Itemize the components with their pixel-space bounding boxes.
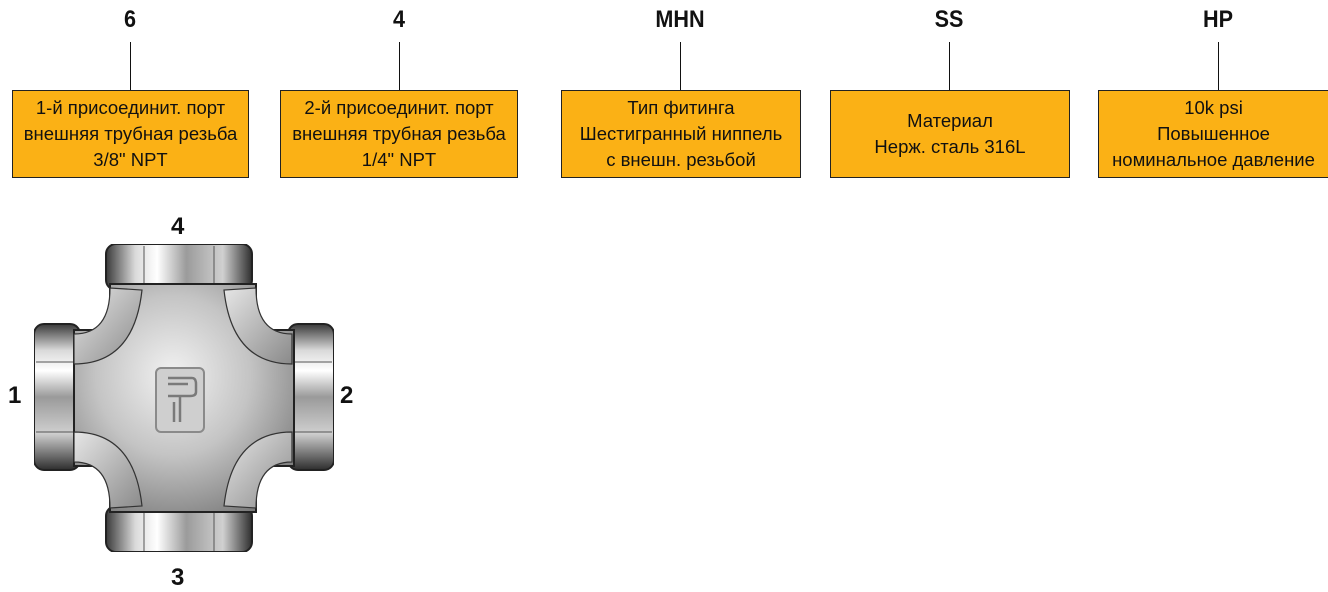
description-box-port2: 2-й присоединит. порт внешняя трубная ре… bbox=[280, 90, 518, 178]
right-port-nut bbox=[287, 323, 334, 471]
description-box-port1: 1-й присоединит. порт внешняя трубная ре… bbox=[12, 90, 249, 178]
description-box-material: Материал Нерж. сталь 316L bbox=[830, 90, 1070, 178]
box-line: 1-й присоединит. порт bbox=[35, 97, 226, 118]
box-line: Материал bbox=[907, 110, 993, 131]
leader-line bbox=[1218, 42, 1219, 90]
box-line: Шестигранный ниппель bbox=[579, 123, 783, 144]
box-line: 1/4" NPT bbox=[361, 149, 437, 170]
box-line: с внешн. резьбой bbox=[606, 149, 756, 170]
cross-fitting-image bbox=[34, 244, 334, 552]
box-line: Нерж. сталь 316L bbox=[874, 136, 1026, 157]
part-code-port2: 4 bbox=[392, 6, 406, 33]
part-code-pressure: HP bbox=[1202, 6, 1234, 33]
box-line: 10k psi bbox=[1184, 97, 1243, 118]
port-number-right: 2 bbox=[340, 382, 354, 409]
description-box-pressure: 10k psi Повышенное номинальное давление bbox=[1098, 90, 1328, 178]
port-number-bottom: 3 bbox=[171, 564, 185, 591]
part-code-port1: 6 bbox=[123, 6, 137, 33]
box-line: номинальное давление bbox=[1112, 149, 1315, 170]
box-line: Повышенное bbox=[1157, 123, 1270, 144]
part-code-fitting-type: MHN bbox=[655, 6, 705, 33]
leader-line bbox=[680, 42, 681, 90]
box-line: внешняя трубная резьба bbox=[23, 123, 238, 144]
description-box-fitting-type: Тип фитинга Шестигранный ниппель с внешн… bbox=[561, 90, 801, 178]
box-line: Тип фитинга bbox=[627, 97, 735, 118]
leader-line bbox=[949, 42, 950, 90]
box-line: 2-й присоединит. порт bbox=[304, 97, 494, 118]
leader-line bbox=[130, 42, 131, 90]
brand-logo-icon bbox=[155, 367, 205, 433]
leader-line bbox=[399, 42, 400, 90]
box-line: внешняя трубная резьба bbox=[292, 123, 506, 144]
port-number-top: 4 bbox=[171, 213, 185, 240]
port-number-left: 1 bbox=[8, 382, 22, 409]
part-code-material: SS bbox=[934, 6, 964, 33]
box-line: 3/8" NPT bbox=[93, 149, 168, 170]
